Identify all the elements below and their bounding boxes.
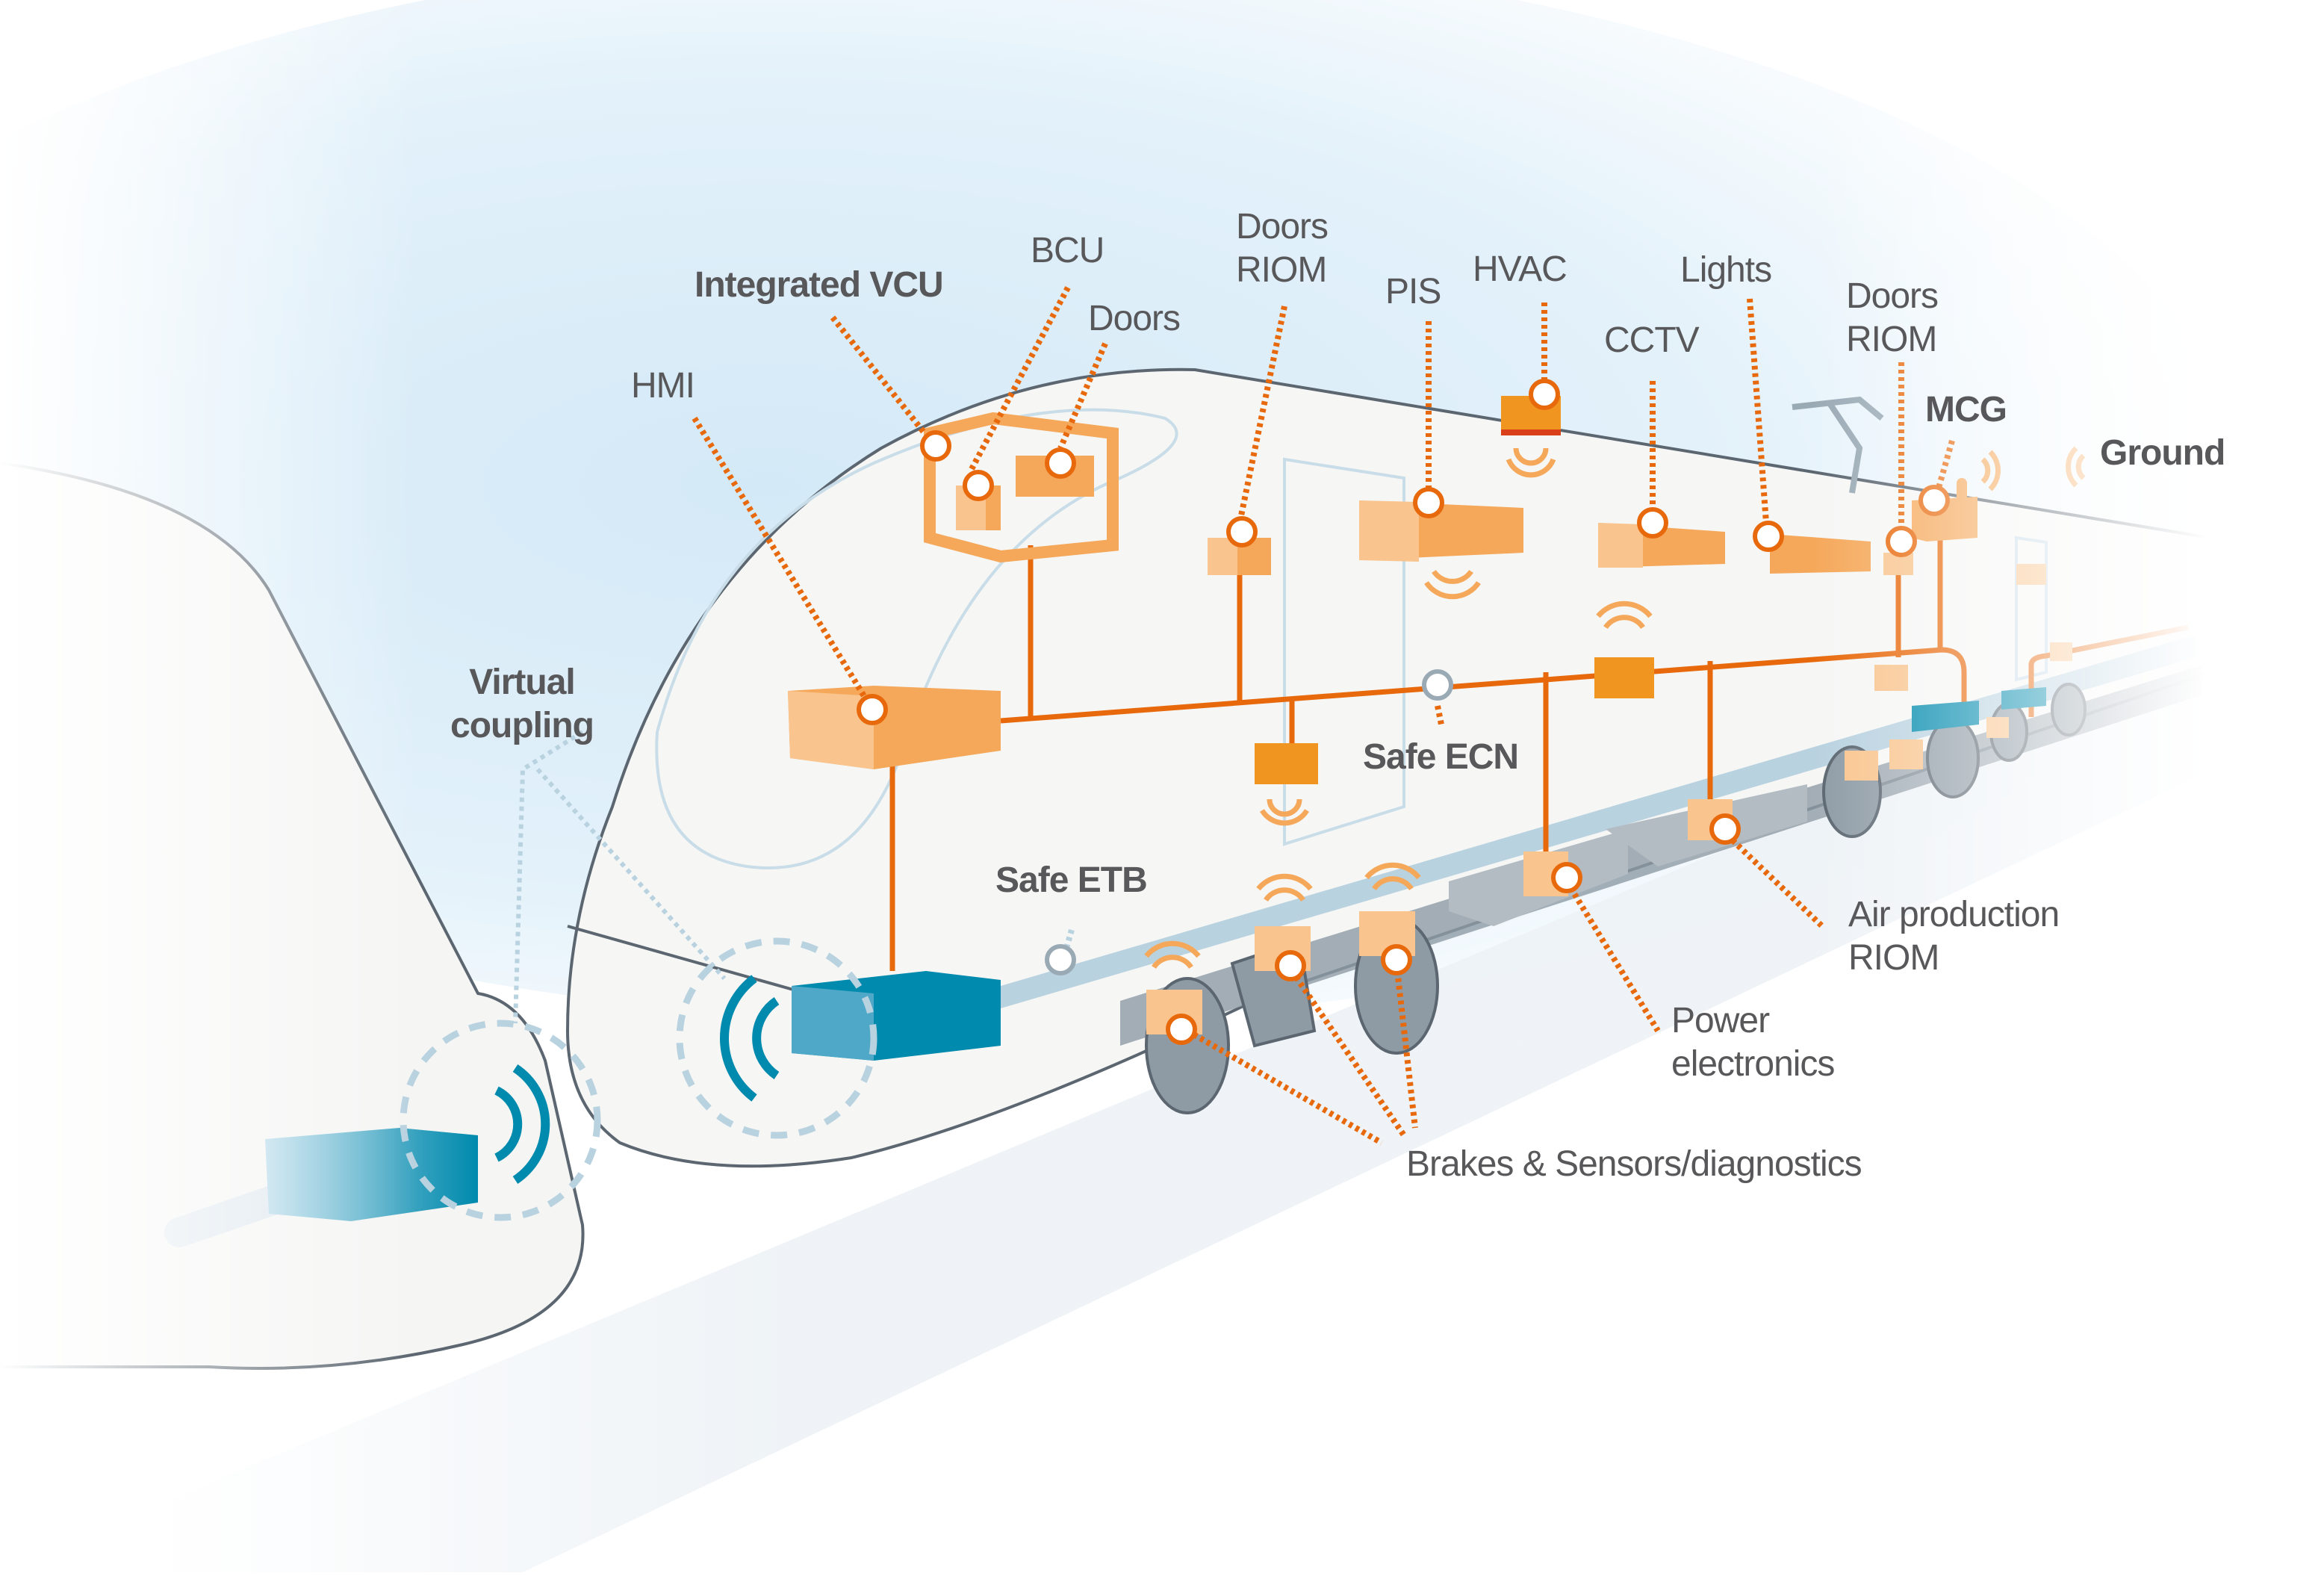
label-hmi: HMI <box>631 366 695 406</box>
label-bcu: BCU <box>1031 231 1104 270</box>
label-doors-riom-2: Doors RIOM <box>1846 276 1939 359</box>
label-ground: Ground <box>2100 433 2225 473</box>
label-integrated-vcu: Integrated VCU <box>695 265 944 305</box>
label-hvac: HVAC <box>1473 249 1568 289</box>
label-safe-etb: Safe ETB <box>995 860 1148 900</box>
label-virtual-coupling: Virtual coupling <box>450 663 594 745</box>
label-lights: Lights <box>1680 250 1772 290</box>
label-mcg: MCG <box>1925 390 2007 429</box>
label-brakes-sensors: Brakes & Sensors/diagnostics <box>1406 1144 1862 1184</box>
label-doors-riom-1: Doors RIOM <box>1236 207 1329 290</box>
label-air-production-riom: Air production RIOM <box>1848 895 2060 978</box>
label-cctv: CCTV <box>1604 320 1700 360</box>
label-doors: Doors <box>1088 299 1181 338</box>
label-pis: PIS <box>1385 272 1441 311</box>
label-safe-ecn: Safe ECN <box>1363 737 1519 777</box>
label-power-electronics: Power electronics <box>1671 1001 1835 1084</box>
